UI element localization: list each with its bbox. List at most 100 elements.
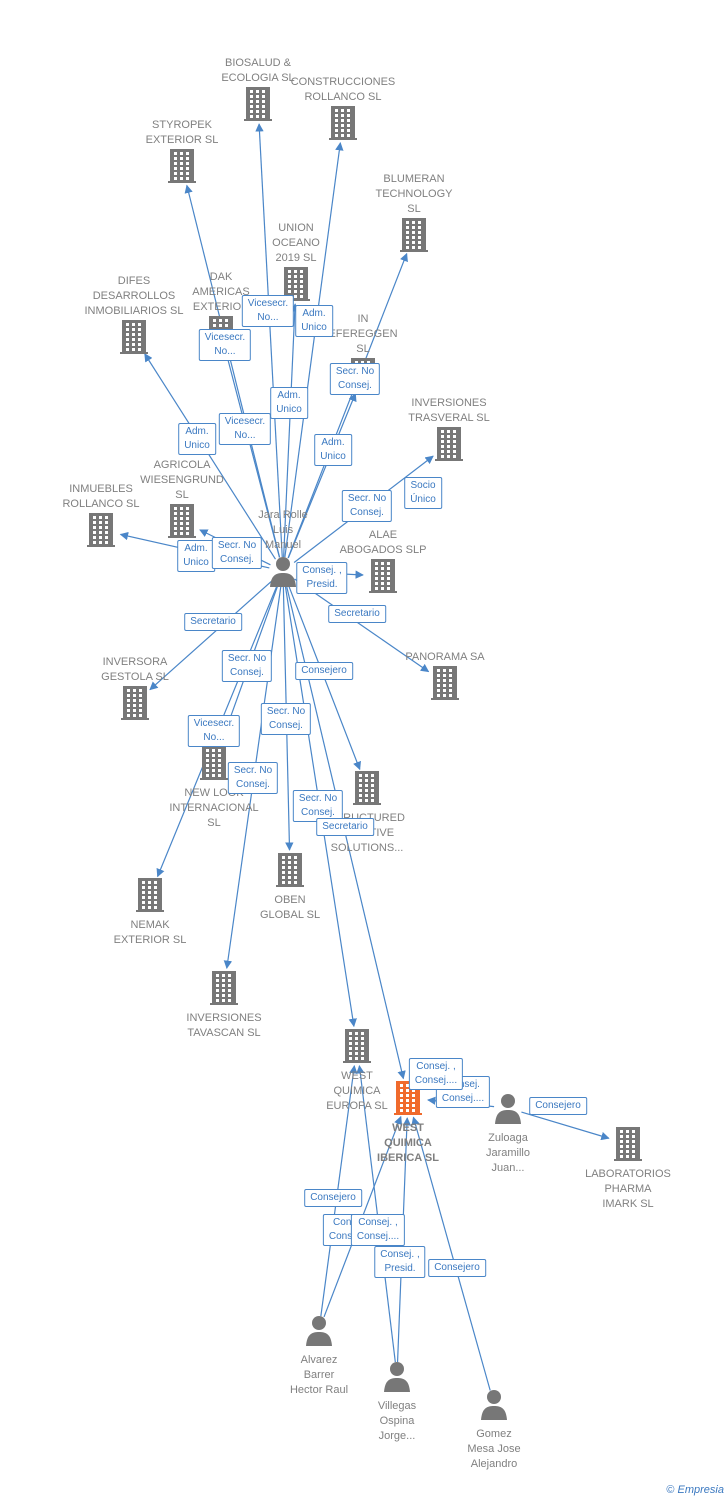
node-nemak[interactable]: NEMAK EXTERIOR SL	[85, 877, 215, 948]
node-label: UNION OCEANO 2019 SL	[272, 222, 320, 264]
building-icon	[199, 745, 229, 786]
node-label: ALAE ABOGADOS SLP	[339, 529, 427, 556]
node-jara[interactable]: Jara Rolle Luis Manuel	[218, 508, 348, 594]
node-construcciones[interactable]: CONSTRUCCIONES ROLLANCO SL	[278, 75, 408, 146]
node-alvarez[interactable]: Alvarez Barrer Hector Raul	[254, 1312, 384, 1398]
building-icon	[368, 558, 398, 599]
building-icon	[430, 665, 460, 706]
building-icon	[167, 148, 197, 189]
node-label: Gomez Mesa Jose Alejandro	[467, 1428, 521, 1470]
edge-villegas-wqeuropa	[356, 1065, 396, 1363]
edge-jara-dak	[223, 351, 281, 558]
building-icon	[399, 217, 429, 258]
edge-jara-construcciones	[284, 141, 344, 558]
node-biosalud[interactable]: BIOSALUD & ECOLOGIA SL	[193, 56, 323, 127]
edge-role-label[interactable]: Secr. No Consej.	[221, 650, 273, 682]
edge-role-label[interactable]: Adm. Unico	[178, 423, 216, 455]
node-label: INVERSIONES TRASVERAL SL	[408, 397, 490, 424]
node-label: INMUEBLES ROLLANCO SL	[62, 483, 140, 510]
node-trasveral[interactable]: INVERSIONES TRASVERAL SL	[384, 396, 514, 467]
building-icon	[434, 426, 464, 467]
edge-role-label[interactable]: Secretario	[184, 613, 242, 631]
copyright-symbol: ©	[666, 1484, 675, 1496]
node-label: WEST QUIMICA IBERICA SL	[377, 1122, 439, 1164]
node-union[interactable]: UNION OCEANO 2019 SL	[231, 221, 361, 307]
edge-jara-blumeran	[287, 252, 408, 559]
edge-role-label[interactable]: Consejero	[529, 1097, 587, 1115]
building-icon	[342, 1028, 372, 1069]
edge-role-label[interactable]: Adm. Unico	[295, 305, 333, 337]
node-label: BIOSALUD & ECOLOGIA SL	[221, 57, 295, 84]
edge-jara-in	[287, 392, 357, 559]
node-pharma[interactable]: LABORATORIOS PHARMA IMARK SL	[563, 1126, 693, 1212]
edge-role-label[interactable]: Secr. No Consej.	[211, 537, 263, 569]
building-icon	[209, 970, 239, 1011]
brand-logo[interactable]: Empresia	[677, 1484, 724, 1496]
node-blumeran[interactable]: BLUMERAN TECHNOLOGY SL	[349, 172, 479, 258]
node-label: BLUMERAN TECHNOLOGY SL	[375, 173, 453, 215]
node-label: Zuloaga Jaramillo Juan...	[485, 1132, 530, 1174]
edge-role-label[interactable]: Consejero	[428, 1259, 486, 1277]
node-label: DIFES DESARROLLOS INMOBILIARIOS SL	[84, 275, 184, 317]
node-alae[interactable]: ALAE ABOGADOS SLP	[318, 528, 448, 599]
edge-role-label[interactable]: Consej. , Consej....	[350, 1214, 406, 1246]
building-icon	[86, 512, 116, 553]
node-gomez[interactable]: Gomez Mesa Jose Alejandro	[429, 1386, 559, 1472]
node-label: Villegas Ospina Jorge...	[377, 1400, 417, 1442]
edge-role-label[interactable]: Vicesecr. No...	[241, 295, 295, 327]
edge-zuloaga-pharma	[521, 1111, 610, 1141]
person-icon	[304, 1312, 334, 1353]
edge-role-label[interactable]: Secr. No Consej.	[292, 790, 344, 822]
edge-jara-union	[283, 303, 299, 558]
edge-role-label[interactable]: Vicesecr. No...	[187, 715, 241, 747]
node-label: DAK AMERICAS EXTERIOR	[192, 271, 250, 313]
edge-role-label[interactable]: Consej. , Presid.	[374, 1246, 426, 1278]
node-villegas[interactable]: Villegas Ospina Jorge...	[332, 1358, 462, 1444]
edge-role-label[interactable]: Consej. , Presid.	[296, 562, 348, 594]
node-wqeuropa[interactable]: WEST QUIMICA EUROPA SL	[292, 1028, 422, 1114]
edge-role-label[interactable]: Vicesecr. No...	[198, 329, 252, 361]
edge-role-label[interactable]: Consejero	[295, 662, 353, 680]
node-difes[interactable]: DIFES DESARROLLOS INMOBILIARIOS SL	[69, 274, 199, 360]
copyright: © Empresia	[666, 1484, 724, 1496]
node-tavascan[interactable]: INVERSIONES TAVASCAN SL	[159, 970, 289, 1041]
edge-role-label[interactable]: Secr. No Consej.	[341, 490, 393, 522]
edge-role-label[interactable]: Consejero	[304, 1189, 362, 1207]
node-agricola[interactable]: AGRICOLA WIESENGRUND SL	[117, 458, 247, 544]
edge-role-label[interactable]: Secr. No Consej.	[329, 363, 381, 395]
edge-role-label[interactable]: Adm. Unico	[177, 540, 215, 572]
edge-role-label[interactable]: Adm. Unico	[314, 434, 352, 466]
edge-gomez-wqiberica	[411, 1116, 491, 1391]
edge-role-label[interactable]: Secr. No Consej.	[260, 703, 312, 735]
building-icon	[275, 852, 305, 893]
edge-role-label[interactable]: Consej. , Consej....	[408, 1058, 464, 1090]
node-label: CONSTRUCCIONES ROLLANCO SL	[290, 76, 396, 103]
node-panorama[interactable]: PANORAMA SA	[380, 650, 510, 706]
building-icon	[135, 877, 165, 918]
node-styropek[interactable]: STYROPEK EXTERIOR SL	[117, 118, 247, 189]
person-icon	[268, 553, 298, 594]
person-icon	[382, 1358, 412, 1399]
edge-role-label[interactable]: Secretario	[316, 818, 374, 836]
node-wqiberica[interactable]: WEST QUIMICA IBERICA SL	[343, 1080, 473, 1166]
node-inmuebles[interactable]: INMUEBLES ROLLANCO SL	[36, 482, 166, 553]
edge-role-label[interactable]: Socio Único	[404, 477, 442, 509]
edge-role-label[interactable]: Adm. Unico	[270, 387, 308, 419]
building-icon	[352, 770, 382, 811]
edge-role-label[interactable]: Secretario	[328, 605, 386, 623]
edge-role-label[interactable]: Vicesecr. No...	[218, 413, 272, 445]
building-icon	[243, 86, 273, 127]
edge-jara-gestola	[149, 579, 273, 691]
node-label: LABORATORIOS PHARMA IMARK SL	[585, 1168, 671, 1210]
node-oben[interactable]: OBEN GLOBAL SL	[225, 852, 355, 923]
edge-jara-panorama	[294, 578, 430, 673]
edge-role-label[interactable]: Secr. No Consej.	[227, 762, 279, 794]
edge-jara-styropek	[184, 184, 281, 558]
node-gestola[interactable]: INVERSORA GESTOLA SL	[70, 655, 200, 726]
node-label: INVERSIONES TAVASCAN SL	[186, 1012, 262, 1039]
node-label: IN EFEREGGEN SL	[328, 313, 398, 355]
node-zuloaga[interactable]: Zuloaga Jaramillo Juan...	[443, 1090, 573, 1176]
node-label: Jara Rolle Luis Manuel	[258, 509, 308, 551]
node-label: AGRICOLA WIESENGRUND SL	[140, 459, 224, 501]
